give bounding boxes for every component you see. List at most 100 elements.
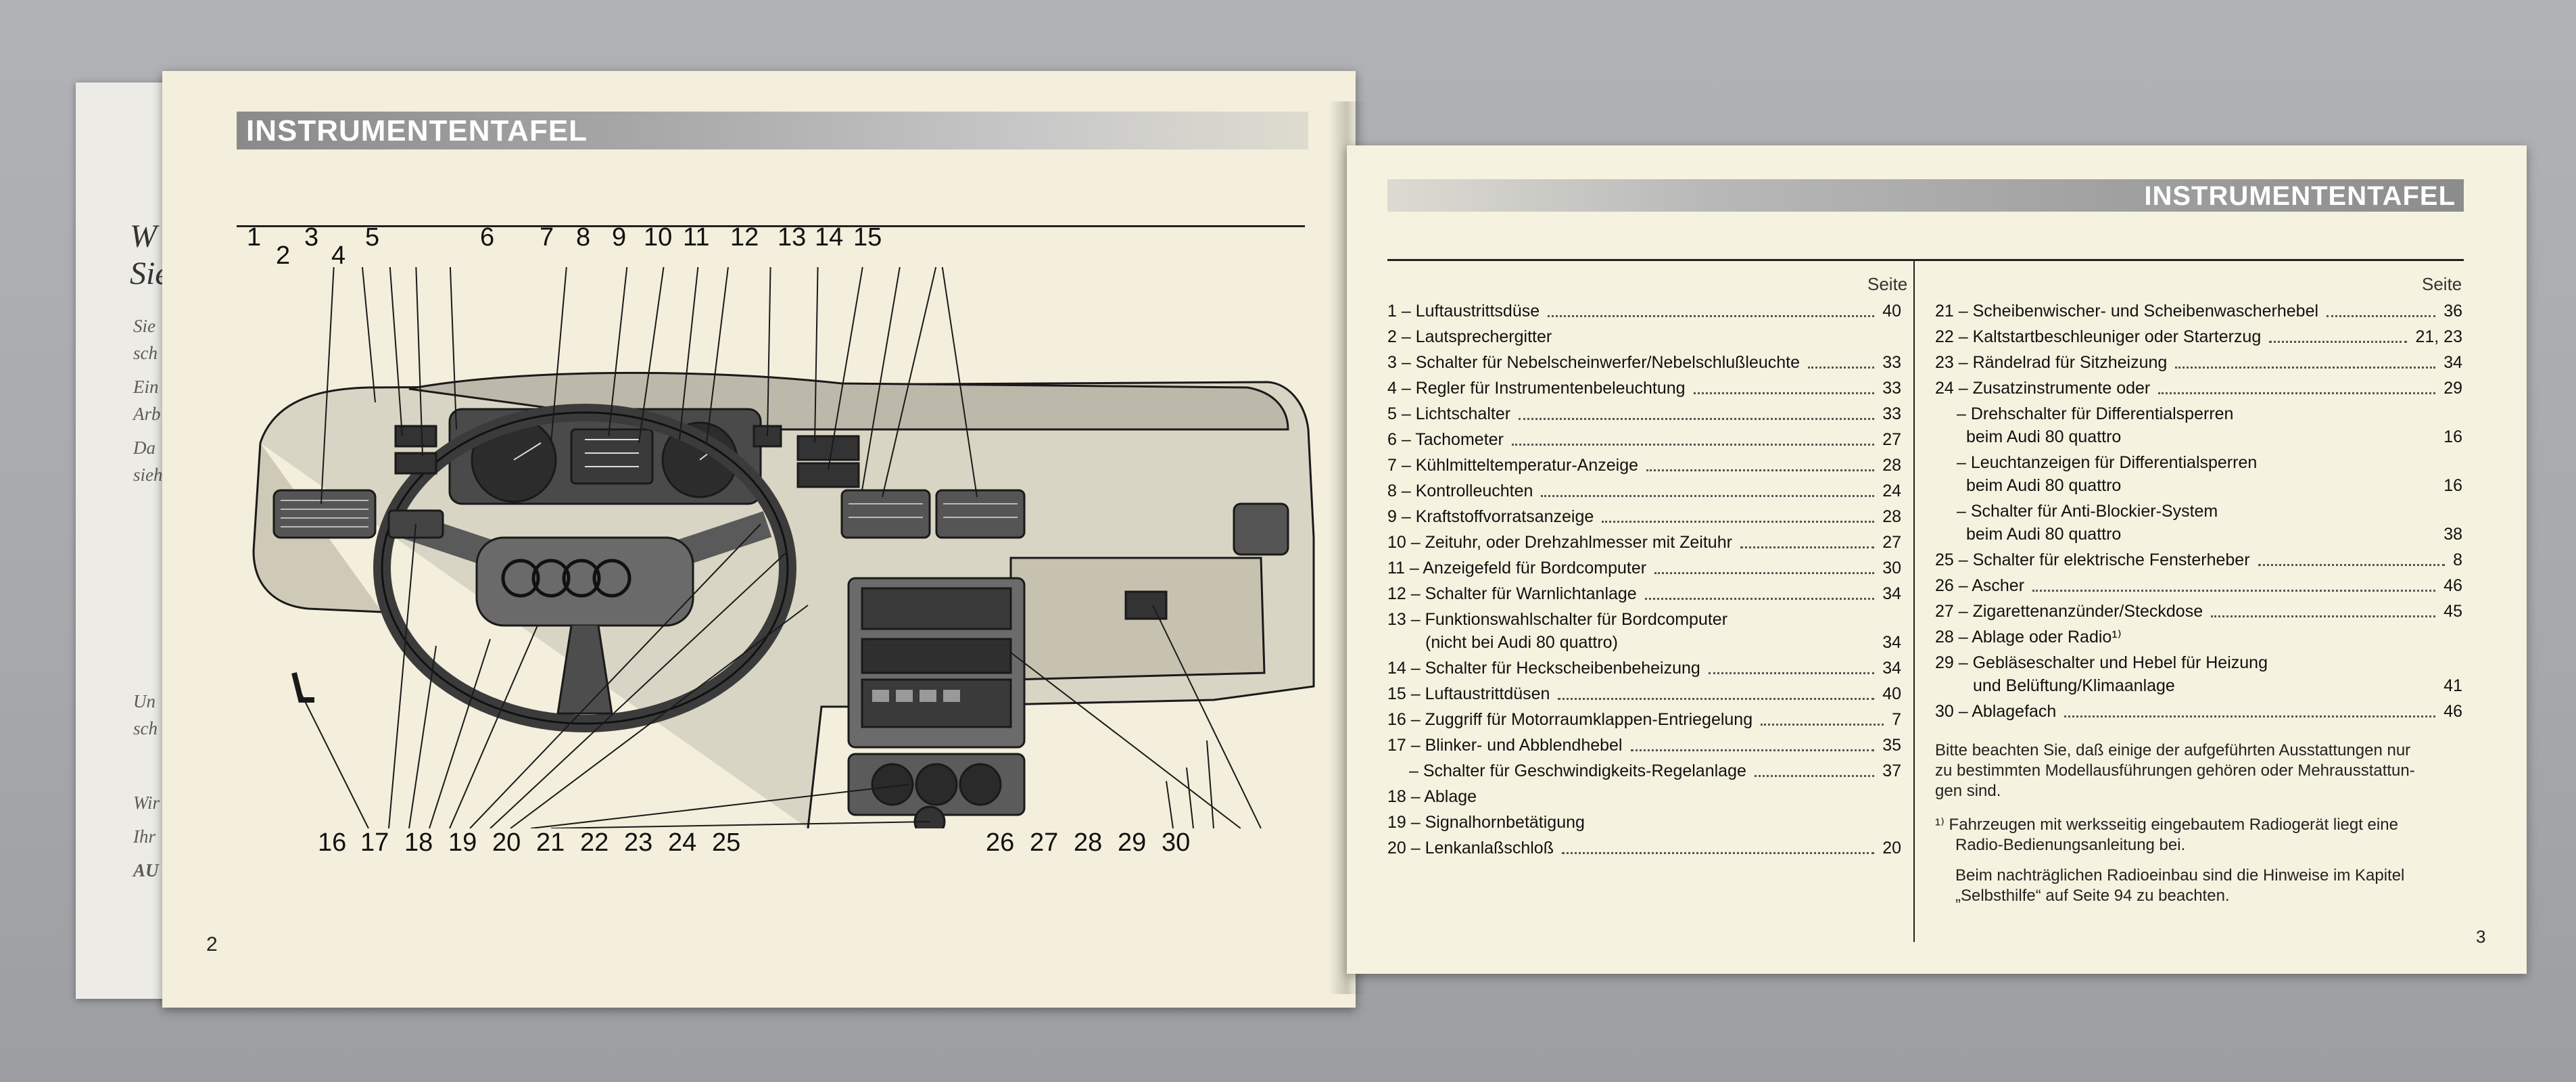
index-entry: 19 – Signalhornbetätigung — [1387, 811, 1901, 834]
footnote-line: Radio-Bedienungsanleitung bei. — [1955, 836, 2186, 854]
entry-page-number: 24 — [1882, 481, 1901, 500]
entry-page-number: 38 — [2443, 525, 2462, 544]
dot-leader — [1708, 672, 1875, 674]
underlying-text: Ein — [133, 377, 159, 397]
dot-leader — [1740, 546, 1875, 548]
entry-page-number: 28 — [1882, 507, 1901, 526]
entry-label: 30 – Ablagefach — [1935, 702, 2057, 721]
dot-leader — [2211, 615, 2436, 617]
callout-number: 2 — [276, 241, 291, 270]
entry-label: – Schalter für Geschwindigkeits-Regelanl… — [1409, 761, 1746, 780]
note-paragraph: Bitte beachten Sie, daß einige der aufge… — [1935, 740, 2462, 801]
callout-number: 14 — [815, 223, 844, 252]
dot-leader — [1519, 418, 1875, 420]
entry-label: 26 – Ascher — [1935, 576, 2025, 595]
callout-number: 6 — [480, 223, 495, 252]
entry-label: 6 – Tachometer — [1387, 430, 1504, 449]
dot-leader — [1693, 392, 1875, 394]
dot-leader — [2032, 590, 2436, 592]
note-line: Bitte beachten Sie, daß einige der aufge… — [1935, 741, 2411, 759]
entry-page-number: 40 — [1882, 302, 1901, 321]
callout-number: 18 — [404, 828, 433, 857]
callout-number: 29 — [1118, 828, 1147, 857]
footnote-continued: Beim nachträglichen Radioeinbau sind die… — [1955, 866, 2469, 906]
dot-leader — [1754, 775, 1875, 777]
index-entry: 29 – Gebläseschalter und Hebel für Heizu… — [1935, 651, 2462, 697]
callout-number: 19 — [448, 828, 477, 857]
footnote: ¹⁾ Fahrzeugen mit werksseitig eingebaute… — [1935, 815, 2462, 855]
dot-leader — [2158, 392, 2436, 394]
callout-number: 5 — [365, 223, 380, 252]
entry-page-number: 41 — [2443, 676, 2462, 695]
entry-page-number: 21, 23 — [2415, 327, 2462, 346]
index-entry: 28 – Ablage oder Radio¹⁾ — [1935, 626, 2462, 649]
entry-label: 10 – Zeituhr, oder Drehzahlmesser mit Ze… — [1387, 533, 1732, 552]
entry-page-number: 33 — [1882, 353, 1901, 372]
dot-leader — [2269, 341, 2408, 343]
left-page: INSTRUMENTENTAFEL 1 2 3 4 5 6 7 8 9 10 1… — [162, 71, 1356, 1008]
entry-page-number: 34 — [1882, 659, 1901, 678]
entry-label: 2 – Lautsprechergitter — [1387, 327, 1552, 346]
dot-leader — [1558, 698, 1875, 700]
callout-number: 11 — [683, 223, 710, 252]
entry-label: 9 – Kraftstoffvorratsanzeige — [1387, 507, 1594, 526]
footnote-line: „Selbsthilfe“ auf Seite 94 zu beachten. — [1955, 887, 2230, 905]
dot-leader — [2327, 315, 2436, 317]
entry-label: – Schalter für Anti-Blockier-System — [1957, 502, 2218, 521]
underlying-text: Un — [133, 691, 156, 711]
header-rule — [1387, 259, 2464, 261]
entry-label-continued: beim Audi 80 quattro — [1966, 525, 2122, 544]
entry-page-number: 29 — [2443, 379, 2462, 398]
entry-label: 17 – Blinker- und Abblendhebel — [1387, 736, 1623, 755]
entry-page-number: 16 — [2443, 427, 2462, 446]
callout-number: 3 — [304, 223, 319, 252]
callout-number: 20 — [492, 828, 521, 857]
underlying-text: Sie — [133, 316, 156, 336]
note-line: gen sind. — [1935, 782, 2001, 800]
callout-number: 25 — [712, 828, 741, 857]
section-title: INSTRUMENTENTAFEL — [2144, 181, 2456, 211]
index-entry: 25 – Schalter für elektrische Fensterheb… — [1935, 548, 2462, 571]
entry-label: 27 – Zigarettenanzünder/Steckdose — [1935, 602, 2203, 621]
entry-label: 28 – Ablage oder Radio¹⁾ — [1935, 628, 2122, 646]
entry-label: 1 – Luftaustrittsdüse — [1387, 302, 1540, 321]
dot-leader — [1644, 598, 1875, 600]
dot-leader — [1548, 315, 1875, 317]
dot-leader — [1761, 724, 1884, 726]
underlying-text: Arb — [133, 404, 161, 424]
section-title: INSTRUMENTENTAFEL — [246, 114, 588, 147]
entry-label: 3 – Schalter für Nebelscheinwerfer/Nebel… — [1387, 353, 1800, 372]
index-entry: 9 – Kraftstoffvorratsanzeige 28 — [1387, 505, 1901, 528]
header-rule — [237, 225, 1305, 227]
entry-page-number: 33 — [1882, 404, 1901, 423]
underlying-text: AU — [133, 860, 159, 880]
callout-number: 10 — [644, 223, 673, 252]
callout-number: 15 — [853, 223, 882, 252]
callout-number: 12 — [730, 223, 759, 252]
callout-number: 9 — [612, 223, 627, 252]
entry-page-number: 36 — [2443, 302, 2462, 321]
callout-number: 30 — [1162, 828, 1191, 857]
section-header-bar: INSTRUMENTENTAFEL — [1387, 179, 2464, 212]
entry-label: 29 – Gebläseschalter und Hebel für Heizu… — [1935, 653, 2268, 672]
callout-number: 27 — [1030, 828, 1059, 857]
callout-number: 8 — [576, 223, 591, 252]
entry-page-number: 34 — [2443, 353, 2462, 372]
underlying-text: Wir — [133, 793, 160, 813]
entry-label: – Leuchtanzeigen für Differentialsperren — [1957, 453, 2258, 472]
entry-page-number: 33 — [1882, 379, 1901, 398]
entry-label: 5 – Lichtschalter — [1387, 404, 1511, 423]
index-entry: 2 – Lautsprechergitter — [1387, 325, 1901, 348]
entry-page-number: 8 — [2453, 550, 2462, 569]
entry-label: 19 – Signalhornbetätigung — [1387, 813, 1585, 832]
entry-label-continued: und Belüftung/Klimaanlage — [1973, 676, 2175, 695]
underlying-text: sieh — [133, 465, 163, 485]
dot-leader — [1646, 469, 1875, 471]
